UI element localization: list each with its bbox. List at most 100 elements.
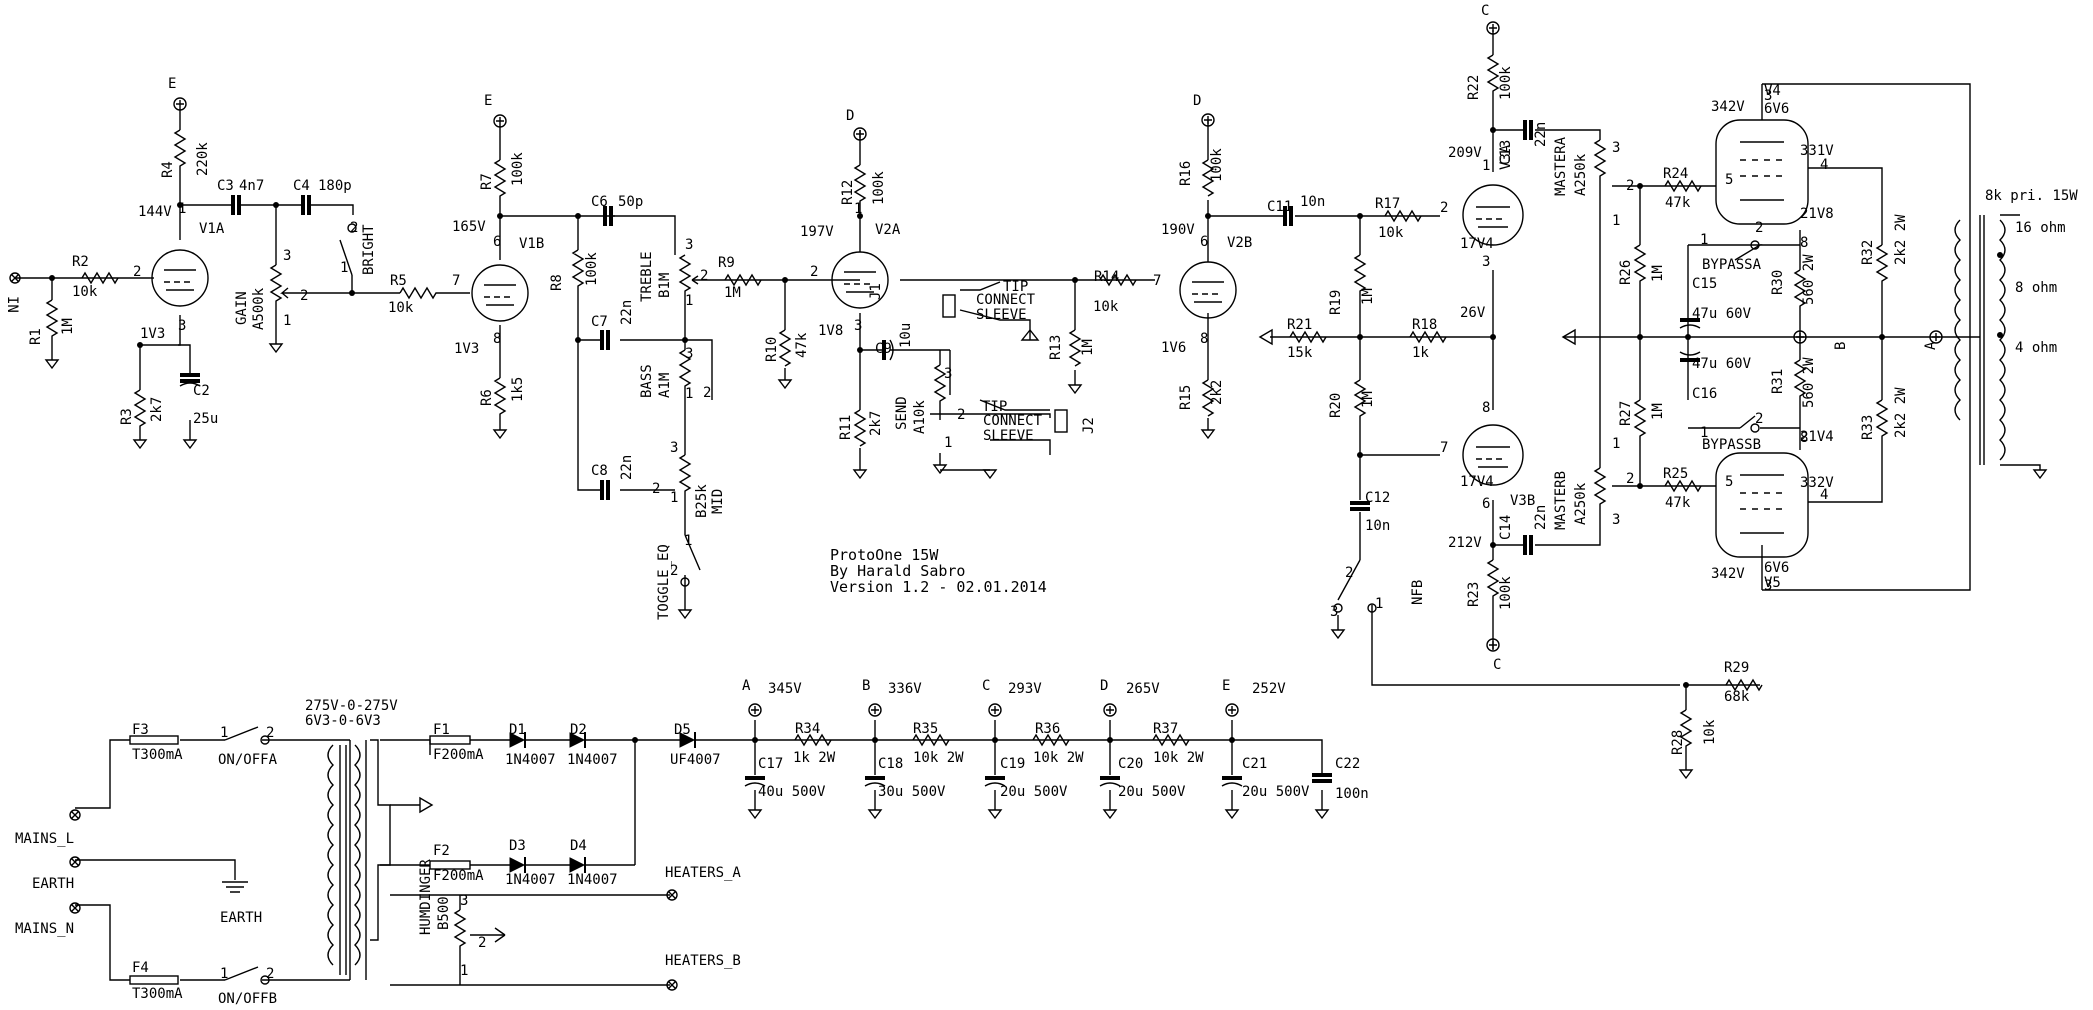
component-label: 10k	[1093, 299, 1119, 315]
component-label: 10k 2W	[1033, 750, 1084, 766]
component-label: EARTH	[220, 910, 262, 926]
component-label: 4 ohm	[2015, 340, 2057, 356]
component-label: R20	[1328, 393, 1344, 418]
component-label: 342V	[1711, 99, 1745, 115]
component-label: A1M	[657, 373, 673, 398]
component-label: R34	[795, 721, 820, 737]
component-label: 342V	[1711, 566, 1745, 582]
pin-number: 3	[1482, 254, 1490, 270]
pin-number: 1	[220, 966, 228, 982]
component-label: V3B	[1510, 493, 1535, 509]
component-label: MAINS_L	[15, 831, 74, 847]
pin-number: 1	[1375, 596, 1383, 612]
component-label: A10k	[912, 400, 928, 434]
component-label: R18	[1412, 317, 1437, 333]
component-label: 1M	[60, 318, 76, 335]
pin-number: 4	[1820, 487, 1828, 503]
component-label: 21V4	[1800, 429, 1834, 445]
component-label: ON/OFFB	[218, 991, 277, 1007]
component-label: V2A	[875, 222, 901, 238]
component-label: T300mA	[132, 747, 183, 763]
component-label: SEND	[894, 396, 910, 430]
component-label: B	[1833, 342, 1849, 350]
component-label: C20	[1118, 756, 1143, 772]
component-label: R10	[764, 337, 780, 362]
component-label: 275V-0-275V	[305, 698, 398, 714]
pin-number: 2	[133, 264, 141, 280]
component-label: MID	[710, 489, 726, 514]
component-label: 1V3	[140, 326, 165, 342]
vacuum-tubes	[150, 119, 1815, 558]
component-label: F3	[132, 722, 149, 738]
pin-number: 2	[266, 966, 274, 982]
component-label: 47k	[794, 332, 810, 358]
component-label: 47u 60V	[1692, 306, 1752, 322]
component-label: R29	[1724, 660, 1749, 676]
component-label: R6	[479, 389, 495, 406]
cap-curves	[179, 324, 1701, 787]
component-label: C	[1481, 3, 1489, 19]
component-label: 1M	[1650, 403, 1666, 420]
component-label: R16	[1178, 161, 1194, 186]
component-label: 331V	[1800, 143, 1834, 159]
pin-number: 1	[944, 435, 952, 451]
component-label: 2k2	[1209, 380, 1225, 405]
pin-number: 2	[703, 385, 711, 401]
component-label: 1N4007	[567, 752, 618, 768]
component-label: UF4007	[670, 752, 721, 768]
component-label: 1M	[724, 285, 741, 301]
resistors	[45, 54, 1889, 755]
pin-number: 8	[1482, 400, 1490, 416]
component-label: R22	[1466, 75, 1482, 100]
component-label: 100k	[1498, 66, 1514, 100]
component-label: 10k	[1702, 719, 1718, 745]
component-label: C2	[193, 383, 210, 399]
component-label: 100k	[1209, 148, 1225, 182]
component-label: C6	[591, 194, 608, 210]
component-label: GAIN	[234, 291, 250, 325]
component-label: 144V	[138, 204, 172, 220]
component-label: B1M	[657, 273, 673, 298]
component-label: 293V	[1008, 681, 1042, 697]
pin-number: 3	[685, 237, 693, 253]
pin-number: 1	[1482, 158, 1490, 174]
component-label: C18	[878, 756, 903, 772]
component-label: D4	[570, 838, 587, 854]
component-label: EARTH	[32, 876, 74, 892]
component-label: IN	[4, 296, 20, 313]
component-label: ON/OFFA	[218, 752, 278, 768]
component-label: TREBLE	[639, 251, 655, 302]
component-label: CONNECT	[976, 292, 1036, 308]
pin-number: 1	[460, 963, 468, 979]
component-label: 1N4007	[505, 752, 556, 768]
component-label: MAINS_N	[15, 921, 74, 937]
diodes	[509, 732, 696, 873]
component-label: R17	[1375, 196, 1400, 212]
component-label: HEATERS_A	[665, 865, 741, 881]
component-label: 1M	[1360, 391, 1376, 408]
pin-number: 1	[283, 313, 291, 329]
component-label: 265V	[1126, 681, 1160, 697]
component-label: C	[982, 678, 990, 694]
component-label: R13	[1048, 335, 1064, 360]
pin-number: 2	[652, 481, 660, 497]
component-label: 50p	[618, 194, 643, 210]
component-label: 40u 500V	[758, 784, 826, 800]
output-transformer	[1954, 215, 2006, 465]
component-label: R8	[549, 274, 565, 291]
switches	[224, 223, 1760, 985]
component-label: BYPASSA	[1702, 257, 1762, 273]
component-label: 10u	[898, 323, 914, 348]
pin-number: 4	[1820, 157, 1828, 173]
title-line-3: Version 1.2 - 02.01.2014	[830, 578, 1047, 596]
pin-number: 2	[957, 407, 965, 423]
component-label: 336V	[888, 681, 922, 697]
component-label: HEATERS_B	[665, 953, 741, 969]
component-label: TOGGLE_EQ	[656, 544, 672, 620]
component-label: V3A	[1498, 144, 1514, 170]
pin-number: 3	[460, 893, 468, 909]
component-label: C	[1493, 657, 1501, 673]
title-line-1: ProtoOne 15W	[830, 546, 939, 564]
